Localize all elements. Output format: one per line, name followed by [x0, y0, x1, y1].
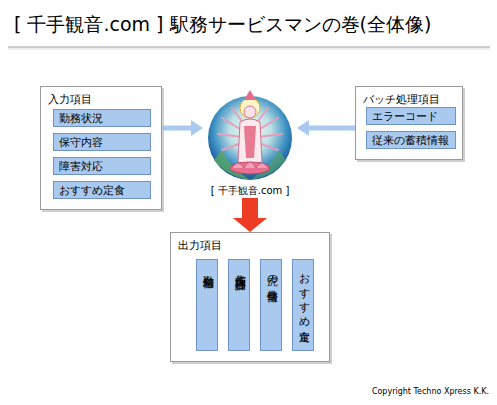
batch-item: 従来の蓄積情報 — [366, 131, 456, 149]
input-group: 入力項目勤務状況保守内容障害対応おすすめ定食 — [40, 86, 162, 210]
batch-group: バッチ処理項目エラーコード従来の蓄積情報 — [355, 86, 463, 160]
input-item: 障害対応 — [53, 157, 151, 175]
node-label: 勤務状況 — [59, 111, 103, 126]
node-label: 虎の巻情報 — [264, 266, 279, 284]
node-label: 作業内容評価 — [232, 266, 247, 272]
title-rule-shadow — [8, 49, 490, 50]
output-item: 勤怠情報 — [196, 259, 218, 351]
group-heading: 入力項目 — [48, 92, 92, 107]
output-item: おすすめ定食 — [292, 259, 314, 351]
batch-item: エラーコード — [366, 107, 456, 125]
title-rule — [8, 47, 490, 48]
kannon-illustration — [208, 90, 292, 180]
output-arrow — [242, 198, 258, 218]
input-item: おすすめ定食 — [53, 181, 151, 199]
group-heading: バッチ処理項目 — [363, 92, 440, 107]
node-label: 勤怠情報 — [200, 266, 215, 270]
node-label: [ 千手観音.com ] — [203, 184, 297, 198]
input-arrow — [162, 126, 191, 131]
input-item: 保守内容 — [53, 133, 151, 151]
node-label: おすすめ定食 — [296, 266, 311, 324]
output-item: 虎の巻情報 — [260, 259, 282, 351]
output-group: 出力項目勤怠情報 作業内容評価 虎の巻情報 おすすめ定食 — [170, 232, 330, 362]
node-label: おすすめ定食 — [59, 183, 125, 198]
page-title: [ 千手観音.com ] 駅務サービスマンの巻(全体像) — [14, 12, 431, 38]
input-item: 勤務状況 — [53, 109, 151, 127]
node-label: エラーコード — [372, 109, 438, 124]
node-label: 従来の蓄積情報 — [372, 133, 449, 148]
input-arrow — [309, 126, 355, 131]
node-label: 障害対応 — [59, 159, 103, 174]
copyright-note: Copyright Techno Xpress K.K. — [372, 387, 489, 396]
output-item: 作業内容評価 — [228, 259, 250, 351]
group-heading: 出力項目 — [178, 238, 222, 253]
node-label: 保守内容 — [59, 135, 103, 150]
system-node: [ 千手観音.com ] — [203, 94, 297, 198]
